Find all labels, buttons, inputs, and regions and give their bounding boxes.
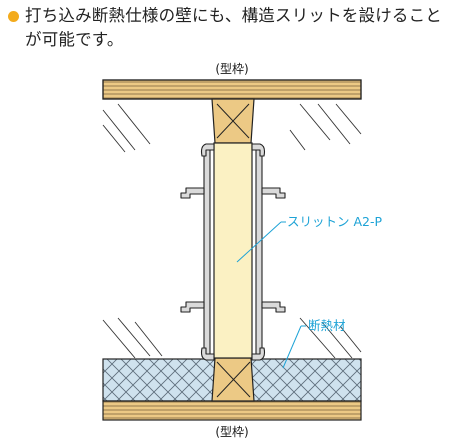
concrete-hatch-lower: [102, 317, 362, 359]
product-label: スリットン A2-P: [287, 214, 382, 229]
insulation-callout-line: [282, 325, 306, 369]
right-metal-channel: [251, 143, 286, 361]
insulation-label: 断熱材: [308, 318, 346, 333]
product-callout-line: [236, 221, 286, 263]
bullet-dot-icon: [8, 11, 19, 22]
formwork-top-label: (型枠): [215, 62, 248, 76]
slit-core-panel: [213, 142, 253, 359]
description-text: 打ち込み断熱仕様の壁にも、構造スリットを設けることが可能です。: [25, 6, 443, 49]
description-note: 打ち込み断熱仕様の壁にも、構造スリットを設けることが可能です。: [8, 4, 454, 52]
concrete-hatch-upper: [102, 103, 362, 153]
left-metal-channel: [180, 143, 215, 361]
bottom-formwork-board: [102, 400, 362, 421]
lower-wood-block: [211, 357, 255, 402]
upper-wood-block: [211, 98, 255, 144]
formwork-bottom-label: (型枠): [215, 425, 248, 439]
top-formwork-board: [102, 79, 362, 100]
